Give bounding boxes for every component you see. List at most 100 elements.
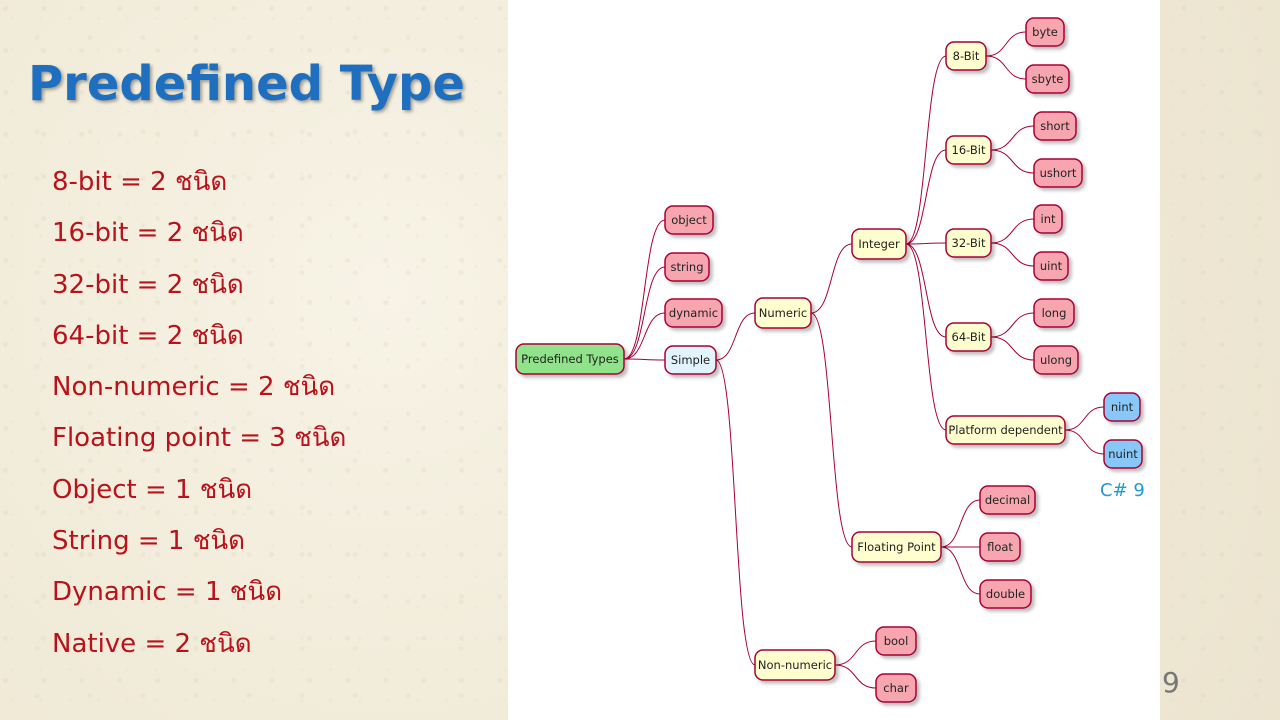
edge-b32-int bbox=[990, 218, 1035, 244]
edge-integer-b8 bbox=[905, 55, 947, 245]
edge-integer-b16 bbox=[905, 149, 947, 245]
node-sbyte: sbyte bbox=[1025, 64, 1070, 94]
node-box bbox=[1033, 111, 1077, 141]
node-label: 8-Bit bbox=[953, 49, 980, 63]
node-char: char bbox=[875, 673, 917, 703]
edge-b32-uint bbox=[990, 242, 1035, 267]
node-label: 16-Bit bbox=[952, 143, 986, 157]
node-box bbox=[979, 532, 1021, 562]
node-box bbox=[664, 298, 723, 328]
node-box bbox=[664, 345, 717, 375]
node-box bbox=[945, 228, 992, 258]
edge-integer-platform bbox=[905, 243, 947, 431]
list-item: Floating point = 3 ชนิด bbox=[52, 423, 347, 454]
edge-b64-ulong bbox=[990, 336, 1035, 361]
list-item: String = 1 ชนิด bbox=[52, 526, 246, 557]
list-item: Non-numeric = 2 ชนิด bbox=[52, 372, 336, 403]
node-box bbox=[754, 297, 812, 329]
node-box bbox=[875, 626, 917, 656]
edge-root-simple bbox=[623, 358, 666, 361]
node-label: Simple bbox=[671, 353, 710, 367]
edge-b16-ushort bbox=[990, 149, 1035, 174]
node-box bbox=[875, 673, 917, 703]
node-label: int bbox=[1041, 212, 1056, 226]
list-item: Dynamic = 1 ชนิด bbox=[52, 577, 283, 608]
node-box bbox=[945, 322, 992, 352]
node-box bbox=[1103, 392, 1141, 422]
edge-b8-sbyte bbox=[985, 55, 1027, 80]
node-label: object bbox=[671, 213, 707, 227]
node-b8: 8-Bit bbox=[945, 41, 987, 71]
edge-root-object bbox=[623, 219, 666, 360]
edge-b64-long bbox=[990, 312, 1035, 338]
node-b64: 64-Bit bbox=[945, 322, 992, 352]
node-float: float bbox=[979, 532, 1021, 562]
node-label: Predefined Types bbox=[521, 352, 619, 366]
node-label: sbyte bbox=[1032, 72, 1064, 86]
node-int: int bbox=[1033, 204, 1063, 234]
node-label: ulong bbox=[1040, 353, 1072, 367]
node-uint: uint bbox=[1033, 251, 1069, 281]
edge-integer-b32 bbox=[905, 242, 947, 245]
node-byte: byte bbox=[1025, 17, 1065, 47]
edge-numeric-integer bbox=[810, 243, 853, 314]
list-item: Object = 1 ชนิด bbox=[52, 474, 253, 505]
list-item: 64-bit = 2 ชนิด bbox=[52, 320, 244, 351]
edge-platform-nuint bbox=[1064, 429, 1105, 455]
node-box bbox=[979, 485, 1036, 515]
node-label: decimal bbox=[985, 493, 1030, 507]
edge-b8-byte bbox=[985, 31, 1027, 57]
node-integer: Integer bbox=[851, 228, 907, 260]
edge-simple-numeric bbox=[715, 312, 756, 361]
node-nonnumeric: Non-numeric bbox=[754, 649, 836, 681]
edge-floating-decimal bbox=[940, 499, 981, 548]
node-box bbox=[1033, 298, 1075, 328]
mindmap-nodes: Predefined TypesobjectstringdynamicSimpl… bbox=[515, 17, 1143, 703]
node-bool: bool bbox=[875, 626, 917, 656]
node-platform: Platform dependent bbox=[945, 415, 1066, 445]
node-decimal: decimal bbox=[979, 485, 1036, 515]
node-label: nint bbox=[1111, 400, 1134, 414]
type-count-list: 8-bit = 2 ชนิด 16-bit = 2 ชนิด 32-bit = … bbox=[52, 162, 346, 675]
node-label: Integer bbox=[858, 237, 900, 251]
node-ulong: ulong bbox=[1033, 345, 1079, 375]
node-nint: nint bbox=[1103, 392, 1141, 422]
mindmap-edges bbox=[623, 31, 1105, 689]
node-label: short bbox=[1040, 119, 1070, 133]
node-box bbox=[664, 205, 714, 235]
node-box bbox=[1033, 158, 1083, 188]
node-long: long bbox=[1033, 298, 1075, 328]
mindmap-diagram: Predefined TypesobjectstringdynamicSimpl… bbox=[515, 17, 1143, 703]
edge-simple-nonnumeric bbox=[715, 359, 756, 666]
edge-root-dynamic bbox=[623, 312, 666, 360]
node-label: uint bbox=[1040, 259, 1063, 273]
node-object: object bbox=[664, 205, 714, 235]
node-simple: Simple bbox=[664, 345, 717, 375]
node-box bbox=[515, 343, 625, 375]
node-box bbox=[945, 415, 1066, 445]
node-label: nuint bbox=[1108, 447, 1138, 461]
edge-integer-b64 bbox=[905, 243, 947, 338]
node-dynamic: dynamic bbox=[664, 298, 723, 328]
node-label: Floating Point bbox=[857, 540, 936, 554]
edge-platform-nint bbox=[1064, 406, 1105, 431]
node-box bbox=[1025, 64, 1070, 94]
csharp9-note: C# 9 bbox=[1100, 480, 1145, 501]
node-label: double bbox=[986, 587, 1025, 601]
list-item: 16-bit = 2 ชนิด bbox=[52, 218, 244, 249]
node-label: Non-numeric bbox=[758, 658, 832, 672]
node-box bbox=[945, 135, 992, 165]
node-label: ushort bbox=[1040, 166, 1077, 180]
node-numeric: Numeric bbox=[754, 297, 812, 329]
node-label: char bbox=[883, 681, 909, 695]
node-label: bool bbox=[884, 634, 909, 648]
node-nuint: nuint bbox=[1103, 439, 1143, 469]
edge-nonnumeric-bool bbox=[834, 640, 877, 666]
node-ushort: ushort bbox=[1033, 158, 1083, 188]
slide-title: Predefined Type bbox=[28, 56, 465, 112]
node-label: byte bbox=[1032, 25, 1058, 39]
node-label: 64-Bit bbox=[952, 330, 986, 344]
node-box bbox=[945, 41, 987, 71]
node-box bbox=[1033, 251, 1069, 281]
